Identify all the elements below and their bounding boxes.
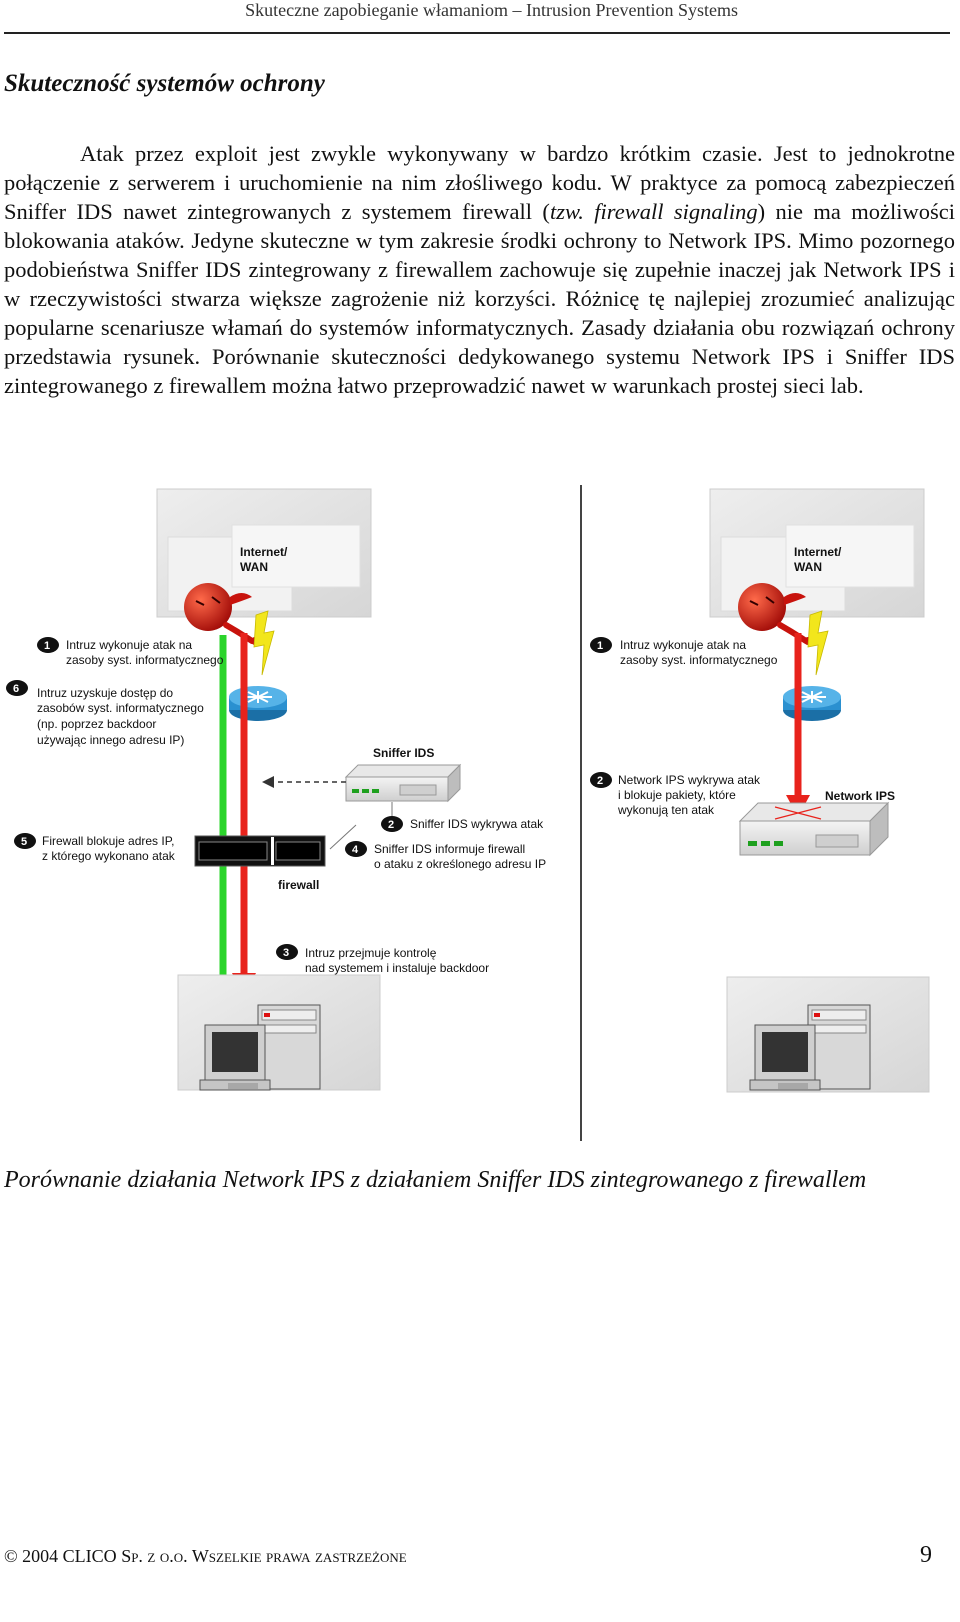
right-step-2: 2 Network IPS wykrywa atak i blokuje pak…: [590, 772, 761, 817]
left-internet-label-line1: Internet/: [240, 545, 288, 559]
right-step-2-line2: i blokuje pakiety, które: [618, 788, 736, 802]
right-lightning-icon: [807, 610, 829, 676]
left-step-4-number: 4: [352, 844, 359, 856]
right-server-icon: [726, 976, 930, 1093]
left-step-1-line2: zasoby syst. informatycznego: [66, 653, 224, 667]
left-step-5-line2: z którego wykonano atak: [42, 849, 176, 863]
right-step-2-line1: Network IPS wykrywa atak: [618, 773, 761, 787]
left-step-1: 1 Intruz wykonuje atak na zasoby syst. i…: [37, 637, 224, 667]
left-step-3: 3 Intruz przejmuje kontrolę nad systemem…: [276, 944, 489, 975]
left-step-6-line3: (np. poprzez backdoor: [37, 717, 156, 731]
sniffer-ids-device: Sniffer IDS: [344, 746, 462, 803]
left-step-3-line1: Intruz przejmuje kontrolę: [305, 946, 437, 960]
left-step-6-number: 6: [13, 683, 19, 695]
right-step-2-number: 2: [597, 775, 603, 787]
footer-copyright-prefix: © 2004 CLICO: [4, 1546, 122, 1566]
right-intruder-icon: [738, 583, 812, 645]
right-step-1-line1: Intruz wykonuje atak na: [620, 638, 746, 652]
section-title: Skuteczność systemów ochrony: [4, 70, 325, 97]
firewall-label: firewall: [278, 878, 319, 892]
sniffer-notify-arrow: [262, 776, 346, 788]
right-attack-arrow: [786, 633, 810, 817]
left-intruder-icon: [184, 583, 259, 645]
left-step-2-text: Sniffer IDS wykrywa atak: [410, 817, 544, 831]
figure-caption: Porównanie działania Network IPS z dział…: [4, 1167, 867, 1193]
sniffer-ids-label: Sniffer IDS: [373, 746, 434, 760]
left-step-2-number: 2: [388, 819, 394, 831]
network-ips-label: Network IPS: [825, 789, 895, 803]
right-internet-label-line2: WAN: [794, 560, 822, 574]
header-title: Skuteczne zapobieganie włamaniom – Intru…: [245, 0, 738, 20]
left-step-5-line1: Firewall blokuje adres IP,: [42, 834, 175, 848]
page-number: 9: [920, 1542, 932, 1568]
left-step-4: 4 Sniffer IDS informuje firewall o ataku…: [329, 824, 546, 871]
left-step-1-number: 1: [44, 640, 50, 652]
left-access-arrow: [211, 635, 235, 1007]
right-router-icon: [783, 686, 841, 721]
firewall-device: firewall: [194, 835, 326, 892]
page-header: Skuteczne zapobieganie włamaniom – Intru…: [0, 0, 960, 36]
network-ips-device: Network IPS: [738, 789, 895, 857]
left-step-6-line2: zasobów syst. informatycznego: [37, 701, 204, 715]
right-step-1-line2: zasoby syst. informatycznego: [620, 653, 778, 667]
left-step-6: 6 Intruz uzyskuje dostęp do zasobów syst…: [6, 680, 204, 747]
body-paragraph: Atak przez exploit jest zwykle wykonywan…: [4, 139, 955, 400]
left-step-5: 5 Firewall blokuje adres IP, z którego w…: [14, 833, 176, 863]
header-divider: [4, 32, 950, 34]
footer-copyright: © 2004 CLICO Sp. z o.o. Wszelkie prawa z…: [4, 1546, 407, 1567]
right-internet-label-line1: Internet/: [794, 545, 842, 559]
left-internet-label-line2: WAN: [240, 560, 268, 574]
right-step-1-number: 1: [597, 640, 603, 652]
left-step-4-line2: o ataku z określonego adresu IP: [374, 857, 546, 871]
left-step-4-line1: Sniffer IDS informuje firewall: [374, 842, 525, 856]
left-step-3-number: 3: [283, 947, 289, 959]
right-step-2-line3: wykonują ten atak: [617, 803, 715, 817]
left-step-1-line1: Intruz wykonuje atak na: [66, 638, 192, 652]
left-lightning-icon: [253, 610, 275, 676]
paragraph-text-part2: ) nie ma możliwości blokowania ataków. J…: [4, 199, 956, 398]
left-step-6-line4: używając innego adresu IP): [37, 733, 184, 747]
paragraph-italic-term: tzw. firewall signaling: [549, 199, 758, 224]
left-server-icon: [177, 974, 381, 1091]
paragraph-text-part1: Atak przez exploit jest zwykle wykonywan…: [4, 141, 955, 224]
left-step-3-line2: nad systemem i instaluje backdoor: [305, 961, 489, 975]
footer-company: Sp. z o.o. Wszelkie prawa zastrzeżone: [121, 1546, 407, 1566]
left-internet-cloud: Internet/ WAN: [156, 488, 372, 618]
left-step-5-number: 5: [21, 836, 27, 848]
right-step-1: 1 Intruz wykonuje atak na zasoby syst. i…: [590, 637, 778, 667]
left-router-icon: [229, 686, 287, 721]
network-comparison-diagram: Internet/ WAN 1 Intruz wykonuje atak na …: [6, 485, 930, 1141]
page-footer: © 2004 CLICO Sp. z o.o. Wszelkie prawa z…: [0, 1540, 960, 1580]
left-step-2: 2 Sniffer IDS wykrywa atak: [381, 802, 544, 832]
left-step-6-line1: Intruz uzyskuje dostęp do: [37, 686, 173, 700]
